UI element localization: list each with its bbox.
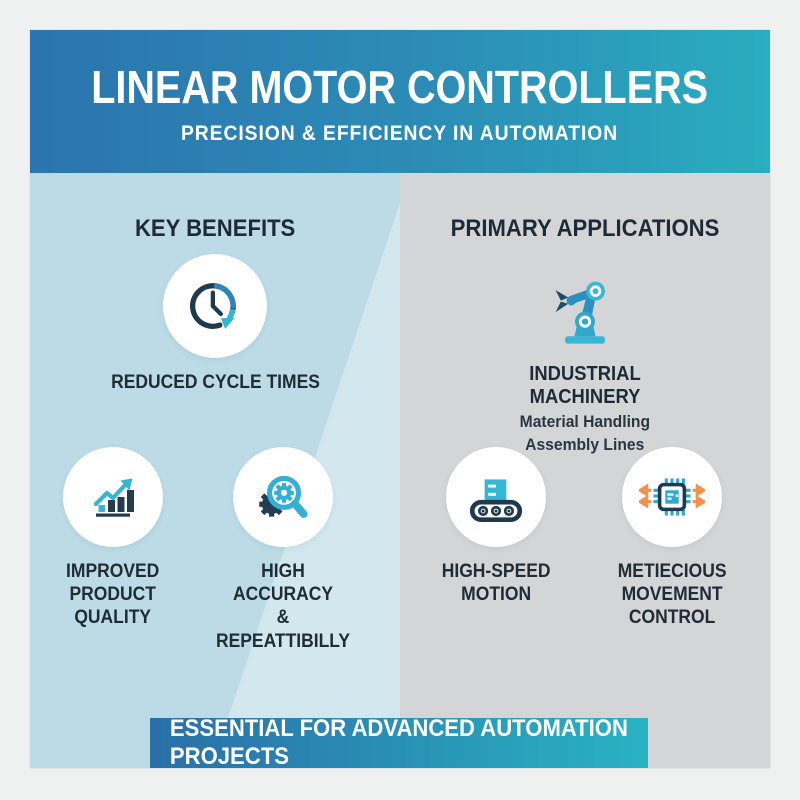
icon-circle: [446, 447, 546, 547]
icon-circle: [233, 447, 333, 547]
key-benefits-heading: KEY BENEFITS: [134, 215, 296, 242]
icon-circle: [622, 447, 722, 547]
application-subline: Material Handling: [519, 412, 651, 431]
application-label: HIGH-SPEED MOTION: [441, 561, 551, 606]
benefit-improved-product-quality: IMPROVED PRODUCT QUALITY: [33, 447, 193, 630]
footer-banner-text: ESSENTIAL FOR ADVANCED AUTOMATION PROJEC…: [169, 715, 628, 770]
benefit-label: HIGH ACCURACY & REPEATTIBILLY: [215, 561, 351, 652]
footer-banner: ESSENTIAL FOR ADVANCED AUTOMATION PROJEC…: [150, 715, 648, 770]
primary-applications-column: PRIMARY APPLICATIONS: [400, 173, 770, 768]
infographic-card: LINEAR MOTOR CONTROLLERS PRECISION & EFF…: [30, 30, 770, 770]
application-subline: Assembly Lines: [525, 435, 645, 454]
primary-applications-heading: PRIMARY APPLICATIONS: [450, 215, 720, 242]
application-movement-control: METIECIOUS MOVEMENT CONTROL: [582, 447, 762, 630]
page-subtitle: PRECISION & EFFICIENCY IN AUTOMATION: [30, 114, 770, 146]
benefit-reduced-cycle-times: REDUCED CYCLE TIMES: [111, 254, 319, 394]
robot-arm-icon: [543, 269, 627, 349]
application-high-speed-motion: HIGH-SPEED MOTION: [406, 447, 586, 606]
gear-magnifier-icon: [252, 466, 314, 528]
clock-cycle-icon: [183, 274, 247, 338]
application-label: METIECIOUS MOVEMENT CONTROL: [617, 561, 727, 629]
bar-chart-growth-icon: [83, 467, 143, 527]
key-benefits-column: KEY BENEFITS REDUCED CYCLE TIMES: [30, 173, 400, 768]
microchip-arrows-icon: [639, 464, 705, 530]
page-title: LINEAR MOTOR CONTROLLERS: [30, 30, 770, 114]
icon-circle: [63, 447, 163, 547]
benefit-label: REDUCED CYCLE TIMES: [110, 372, 320, 393]
benefit-high-accuracy: HIGH ACCURACY & REPEATTIBILLY: [203, 447, 363, 653]
benefit-label: IMPROVED PRODUCT QUALITY: [66, 561, 160, 629]
application-title: INDUSTRIAL MACHINERY: [529, 363, 641, 408]
application-industrial-machinery: INDUSTRIAL MACHINERY Material Handling A…: [485, 269, 685, 455]
icon-circle: [163, 254, 267, 358]
page-title-text: LINEAR MOTOR CONTROLLERS: [91, 61, 709, 113]
conveyor-belt-icon: [465, 466, 527, 528]
page-subtitle-text: PRECISION & EFFICIENCY IN AUTOMATION: [181, 122, 619, 145]
header-banner: LINEAR MOTOR CONTROLLERS PRECISION & EFF…: [30, 30, 770, 173]
